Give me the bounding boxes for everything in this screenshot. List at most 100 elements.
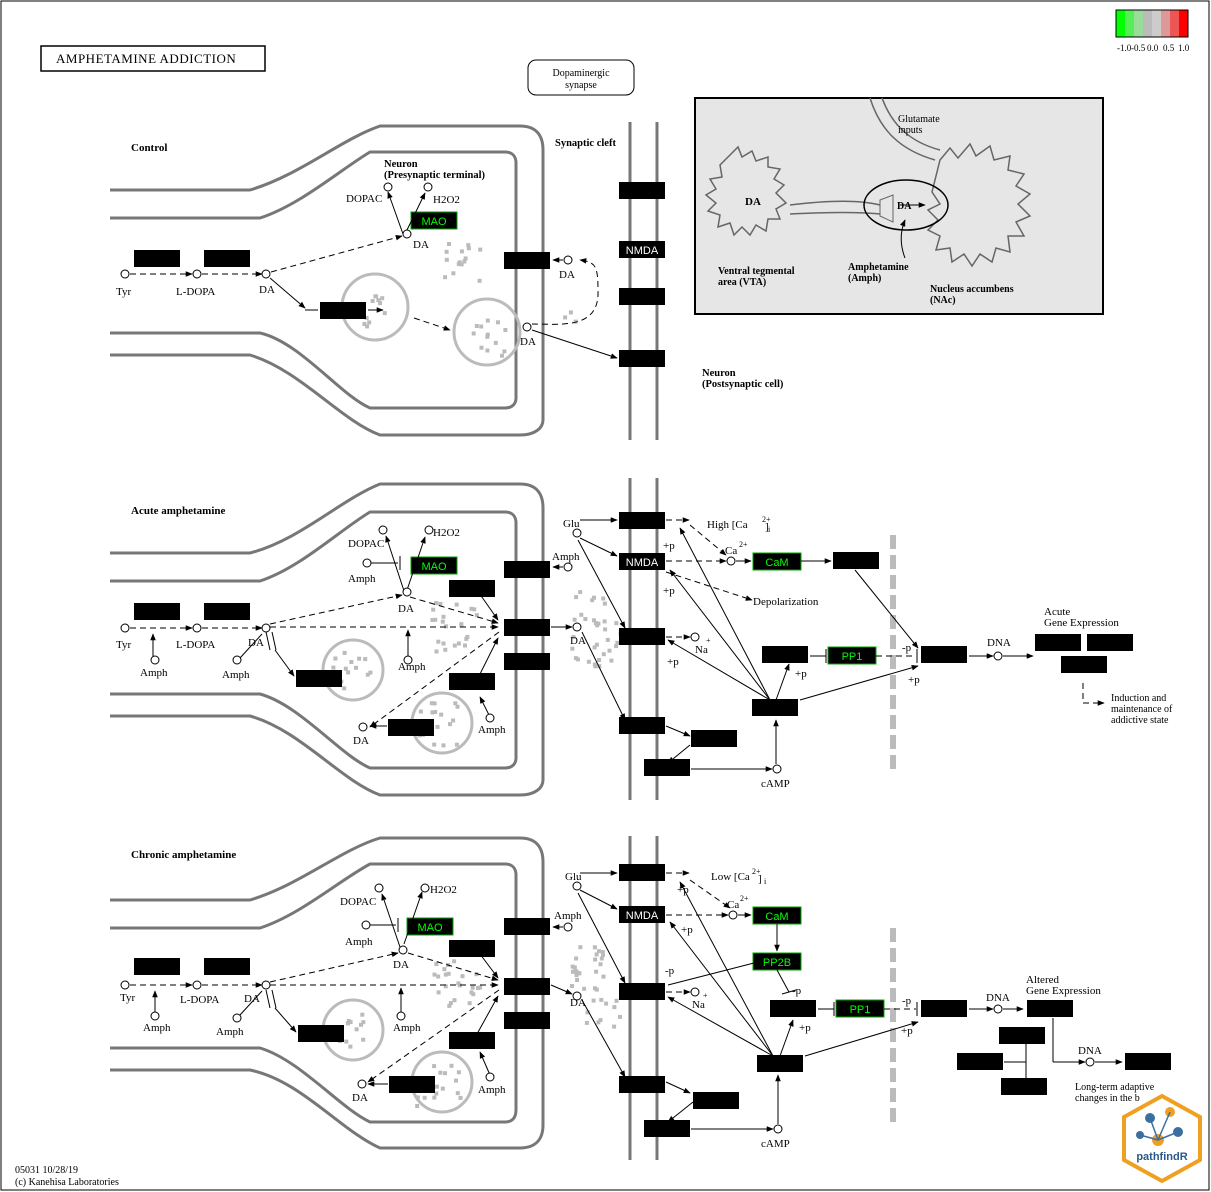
gene-box[interactable]	[619, 864, 665, 881]
section-control: Control	[131, 142, 167, 154]
induction-3: addictive state	[1111, 715, 1169, 726]
pp1-chronic[interactable]: PP1	[850, 1004, 871, 1016]
dopamine-dot	[453, 701, 458, 706]
dopamine-dot	[594, 952, 599, 957]
synapse-label-2: synapse	[565, 80, 597, 91]
dopamine-dot	[452, 643, 457, 648]
gene-box[interactable]	[504, 653, 550, 670]
gene-box[interactable]	[619, 182, 665, 199]
svg-text:2+: 2+	[762, 515, 771, 524]
gene-box[interactable]	[1027, 1000, 1073, 1017]
gene-box[interactable]	[757, 1055, 803, 1072]
gene-box[interactable]	[921, 646, 967, 663]
gene-box[interactable]	[644, 1120, 690, 1137]
nmda-chronic[interactable]: NMDA	[626, 910, 659, 922]
neuron-pre-1: Neuron	[384, 159, 418, 170]
cam-chronic[interactable]: CaM	[765, 911, 788, 923]
p-acute-1: +p	[663, 540, 675, 552]
dopamine-dot	[612, 1005, 617, 1010]
pp1-acute[interactable]: PP1	[842, 651, 863, 663]
gene-box[interactable]	[449, 580, 495, 597]
glutamate-label-1: Glutamate	[898, 114, 940, 125]
gene-box[interactable]	[619, 983, 665, 1000]
gene-box[interactable]	[619, 288, 665, 305]
dopamine-dot	[471, 331, 476, 336]
dopamine-dot	[415, 1104, 420, 1108]
gene-box[interactable]	[1035, 634, 1081, 651]
nmda-acute[interactable]: NMDA	[626, 557, 659, 569]
gene-box[interactable]	[504, 619, 550, 636]
dna-chronic-2: DNA	[1078, 1045, 1102, 1057]
legend-tick-3: 0.0	[1147, 43, 1159, 53]
gene-box[interactable]	[619, 628, 665, 645]
gene-box[interactable]	[619, 512, 665, 529]
legend-cell	[1170, 10, 1179, 37]
gene-box[interactable]	[204, 958, 250, 975]
gene-box[interactable]	[691, 730, 737, 747]
gene-box[interactable]	[134, 250, 180, 267]
dopac-chronic: DOPAC	[340, 896, 376, 908]
gene-box[interactable]	[204, 603, 250, 620]
mao-control[interactable]: MAO	[421, 216, 447, 228]
mao-acute[interactable]: MAO	[421, 561, 447, 573]
gene-box[interactable]	[770, 1000, 816, 1017]
gene-box[interactable]	[957, 1053, 1003, 1070]
gene-box[interactable]	[134, 958, 180, 975]
gene-box[interactable]	[449, 940, 495, 957]
dopamine-dot	[433, 617, 438, 622]
inset-da-label: DA	[745, 196, 761, 208]
cam-acute[interactable]: CaM	[765, 557, 788, 569]
dopamine-dot	[368, 670, 373, 675]
gene-box[interactable]	[296, 670, 342, 687]
dopamine-dot	[443, 1071, 447, 1076]
dopamine-dot	[604, 1001, 609, 1006]
gene-box[interactable]	[388, 719, 434, 736]
gene-box[interactable]	[921, 1000, 967, 1017]
mao-chronic[interactable]: MAO	[417, 922, 443, 934]
pp2b-chronic[interactable]: PP2B	[763, 957, 791, 969]
dopamine-dot	[607, 648, 612, 653]
gene-box[interactable]	[449, 1032, 495, 1049]
gene-box[interactable]	[320, 302, 366, 319]
gene-box[interactable]	[1087, 634, 1133, 651]
gene-box[interactable]	[1001, 1078, 1047, 1095]
gene-box[interactable]	[619, 717, 665, 734]
dopamine-dot	[602, 601, 607, 606]
gene-box[interactable]	[504, 978, 550, 995]
nac-label-1: Nucleus accumbens	[930, 284, 1014, 295]
gene-box[interactable]	[752, 699, 798, 716]
gene-box[interactable]	[619, 1076, 665, 1093]
gene-box[interactable]	[449, 673, 495, 690]
pathfindr-logo: pathfindR	[1122, 1093, 1202, 1184]
dopamine-dot	[370, 299, 375, 303]
gene-box[interactable]	[1061, 656, 1107, 673]
p-chronic-5: +p	[799, 1022, 811, 1034]
svg-text:2+: 2+	[752, 867, 761, 876]
dopamine-dot	[380, 296, 385, 301]
high-ca: High [Ca	[707, 519, 748, 531]
dopamine-dot	[348, 1044, 353, 1049]
gene-box[interactable]	[504, 252, 550, 269]
gene-box[interactable]	[298, 1025, 344, 1042]
legend-tick-2: -0.5	[1131, 43, 1146, 53]
gene-box[interactable]	[1125, 1053, 1171, 1070]
title-box	[40, 45, 266, 72]
chronic-labels: Tyr L-DOPA DA Amph Amph DA DOPAC H2O2 Am…	[120, 867, 1155, 1150]
gene-box[interactable]	[619, 350, 665, 367]
gene-box[interactable]	[134, 603, 180, 620]
gene-box[interactable]	[204, 250, 250, 267]
gene-box[interactable]	[693, 1092, 739, 1109]
gene-box[interactable]	[762, 646, 808, 663]
gene-box[interactable]	[644, 759, 690, 776]
gene-box[interactable]	[999, 1027, 1045, 1044]
dopamine-dot	[438, 1070, 443, 1075]
gene-box[interactable]	[833, 552, 879, 569]
gene-box[interactable]	[389, 1076, 435, 1093]
gene-box[interactable]	[504, 1012, 550, 1029]
nmda-control[interactable]: NMDA	[626, 245, 659, 257]
legend-cell	[1134, 10, 1143, 37]
dopamine-dot	[365, 672, 370, 677]
svg-text:i: i	[768, 525, 771, 534]
gene-box[interactable]	[504, 918, 550, 935]
gene-box[interactable]	[504, 561, 550, 578]
